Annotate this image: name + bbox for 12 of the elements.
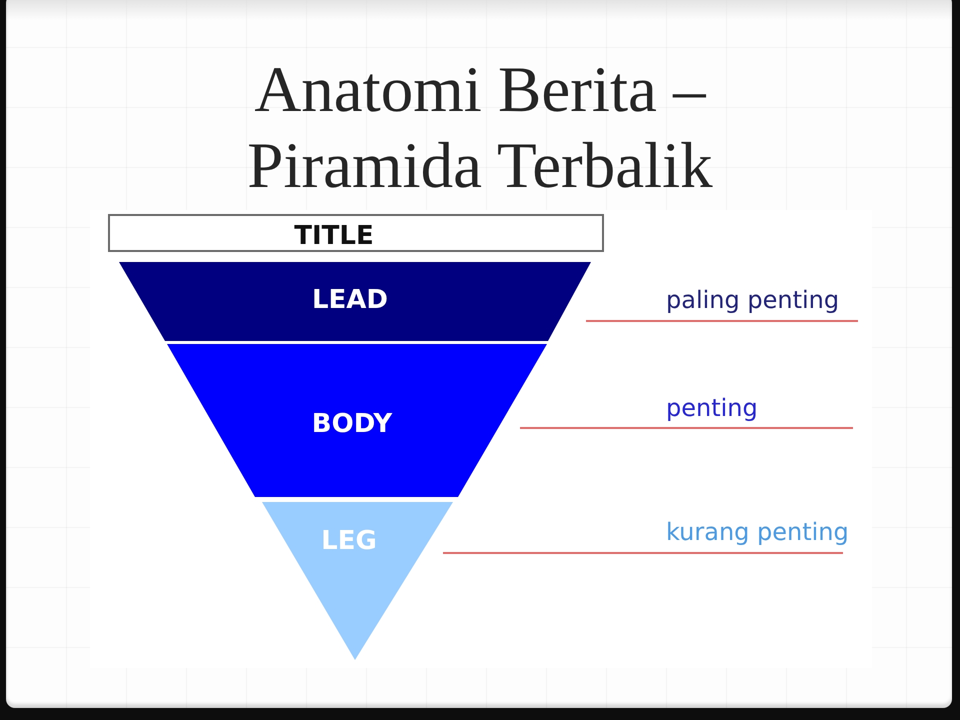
slide-title: Anatomi Berita – Piramida Terbalik (246, 53, 714, 204)
layer-label: TITLE (294, 223, 374, 249)
layer-label: BODY (312, 411, 392, 437)
importance-label: paling penting (666, 288, 840, 312)
layer-label: LEAD (312, 287, 388, 313)
layer-label: LEG (321, 528, 377, 554)
importance-label: penting (666, 396, 758, 420)
title-box (108, 214, 604, 252)
leg-layer (262, 502, 453, 660)
body-layer (167, 344, 547, 497)
lead-layer (119, 262, 591, 341)
importance-label: kurang penting (666, 520, 849, 544)
